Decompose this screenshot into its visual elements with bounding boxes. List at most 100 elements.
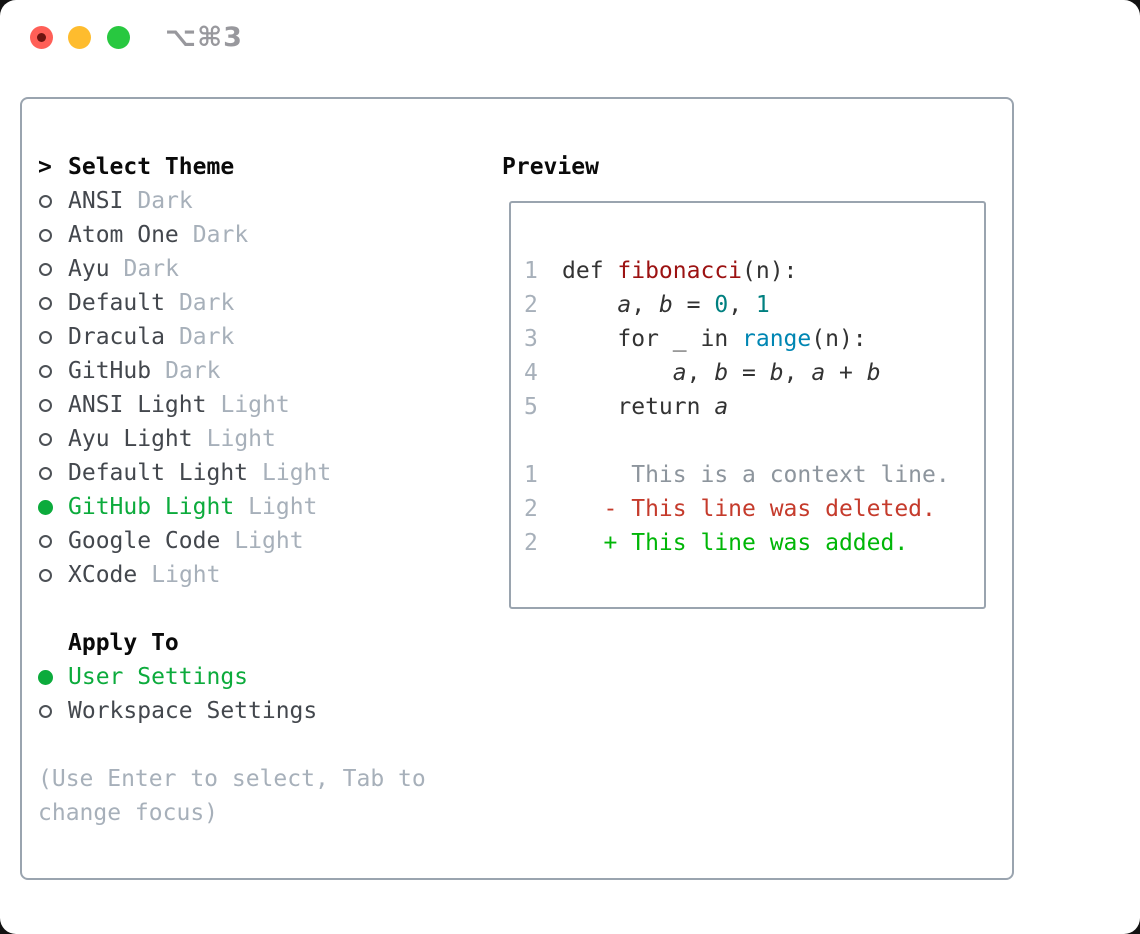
code-segment: (n): (811, 326, 867, 352)
theme-variant-tag: Light (248, 494, 318, 520)
theme-option-default[interactable]: Default Dark (38, 286, 234, 320)
radio-icon (38, 297, 68, 310)
apply-option-name: Workspace Settings (68, 698, 318, 724)
radio-selected-icon (38, 670, 68, 685)
window-shortcut-label: ⌥⌘3 (165, 22, 243, 53)
code-segment: b (769, 360, 784, 386)
theme-variant-tag: Dark (165, 358, 221, 384)
theme-name: Ayu Light (68, 426, 193, 452)
code-text: This is a context line. (562, 462, 950, 488)
radio-icon (38, 569, 68, 582)
theme-option-ayu-light[interactable]: Ayu Light Light (38, 422, 276, 456)
theme-name: Atom One (68, 222, 179, 248)
code-line: 4 a, b = b, a + b (524, 356, 881, 390)
code-segment: This is a context line. (562, 462, 950, 488)
code-line: 5 return a (524, 390, 728, 424)
code-segment: - This line was deleted. (562, 496, 936, 522)
theme-variant-tag: Dark (178, 290, 235, 316)
line-number: 3 (524, 326, 538, 352)
diff-line: 2 + This line was added. (524, 526, 908, 560)
minimize-button[interactable] (68, 26, 91, 49)
theme-variant-tag: Light (262, 460, 332, 486)
code-line: 2 a, b = 0, 1 (524, 288, 770, 322)
code-text: for _ in range(n): (562, 326, 867, 352)
theme-option-ansi[interactable]: ANSI Dark (38, 184, 193, 218)
code-segment (562, 360, 673, 386)
code-segment: def (562, 258, 618, 284)
code-segment: = (728, 360, 770, 386)
radio-icon (38, 263, 68, 276)
radio-icon (38, 705, 68, 718)
apply-to-title: Apply To (68, 630, 179, 656)
radio-icon (38, 365, 68, 378)
theme-variant-tag: Light (151, 562, 221, 588)
zoom-button[interactable] (107, 26, 130, 49)
code-segment: 0 (714, 292, 729, 318)
theme-variant-tag: Dark (137, 188, 193, 214)
radio-icon (38, 399, 68, 412)
code-segment: b (714, 360, 729, 386)
apply-to-header: Apply To (38, 626, 179, 660)
theme-variant-tag: Dark (192, 222, 249, 248)
diff-line: 2 - This line was deleted. (524, 492, 936, 526)
titlebar: ⌥⌘3 (0, 0, 1140, 74)
theme-name: GitHub Light (68, 494, 235, 520)
radio-icon (38, 433, 68, 446)
code-segment: (n): (742, 258, 798, 284)
close-button[interactable] (30, 26, 53, 49)
code-segment: , (631, 292, 659, 318)
theme-variant-tag: Light (206, 426, 276, 452)
theme-option-default-light[interactable]: Default Light Light (38, 456, 331, 490)
theme-option-ansi-light[interactable]: ANSI Light Light (38, 388, 290, 422)
code-segment: b (658, 292, 673, 318)
theme-option-github-light[interactable]: GitHub Light Light (38, 490, 317, 524)
code-line: 3 for _ in range(n): (524, 322, 867, 356)
theme-name: XCode (68, 562, 138, 588)
line-number: 4 (524, 360, 538, 386)
code-text: a, b = b, a + b (562, 360, 881, 386)
code-segment: range (742, 326, 812, 352)
line-number: 1 (524, 462, 538, 488)
theme-variant-tag: Light (234, 528, 304, 554)
line-number: 5 (524, 394, 538, 420)
theme-name: ANSI Light (68, 392, 207, 418)
radio-icon (38, 467, 68, 480)
code-text: + This line was added. (562, 530, 909, 556)
theme-name: Default Light (68, 460, 249, 486)
code-segment: b (866, 360, 881, 386)
apply-option-user-settings[interactable]: User Settings (38, 660, 248, 694)
line-number: 2 (524, 292, 538, 318)
code-segment: return (562, 394, 715, 420)
theme-variant-tag: Dark (178, 324, 235, 350)
line-number: 1 (524, 258, 538, 284)
code-text: a, b = 0, 1 (562, 292, 770, 318)
code-segment (562, 292, 617, 318)
theme-option-xcode[interactable]: XCode Light (38, 558, 221, 592)
theme-option-google-code[interactable]: Google Code Light (38, 524, 304, 558)
code-segment: a (714, 394, 729, 420)
radio-icon (38, 229, 68, 242)
code-segment: , (783, 360, 812, 386)
code-text: return a (562, 394, 728, 420)
theme-name: Default (68, 290, 165, 316)
code-segment: + (825, 360, 867, 386)
apply-option-name: User Settings (68, 664, 249, 690)
code-segment: 1 (755, 292, 770, 318)
theme-option-atom-one[interactable]: Atom One Dark (38, 218, 248, 252)
code-segment: , (686, 360, 715, 386)
line-number: 2 (524, 496, 538, 522)
theme-name: Ayu (68, 256, 110, 282)
radio-icon (38, 195, 68, 208)
apply-option-workspace-settings[interactable]: Workspace Settings (38, 694, 317, 728)
theme-name: Google Code (68, 528, 221, 554)
theme-variant-tag: Light (220, 392, 290, 418)
code-segment: = (672, 292, 715, 318)
theme-name: ANSI (68, 188, 124, 214)
code-segment: a (811, 360, 826, 386)
